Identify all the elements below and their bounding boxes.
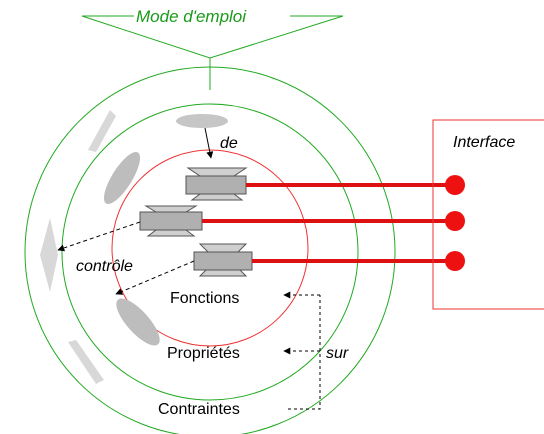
port-2 [445,211,465,231]
contraintes-label: Contraintes [158,401,240,418]
diamond-upper [88,110,116,152]
diamond-left [40,218,58,292]
component-2 [139,205,203,237]
inner-ring [111,149,309,347]
middle-ring [61,103,359,401]
blob-upper-left [103,152,141,204]
port-1 [445,175,465,195]
interface-box [432,119,544,310]
controle-arrows [57,221,195,295]
sur-label: sur [326,345,349,362]
sur-bracket [283,291,321,410]
mode-emploi-label: Mode d'emploi [136,7,247,26]
diamond-lower [68,340,104,384]
outer-ring [24,66,396,434]
component-1 [185,167,248,201]
fonctions-label: Fonctions [170,290,239,307]
proprietes-label: Propriétés [167,345,240,362]
de-arrow [204,127,214,159]
de-label: de [220,135,238,152]
outer-band-shapes [40,110,228,384]
mode-emploi-banner [81,15,344,90]
port-3 [445,251,465,271]
interface-connectors [202,175,465,271]
interface-label: Interface [453,134,515,151]
controle-label: contrôle [76,258,133,275]
blob-top [176,114,228,128]
component-3 [193,243,253,277]
blob-lower-left [116,298,160,346]
